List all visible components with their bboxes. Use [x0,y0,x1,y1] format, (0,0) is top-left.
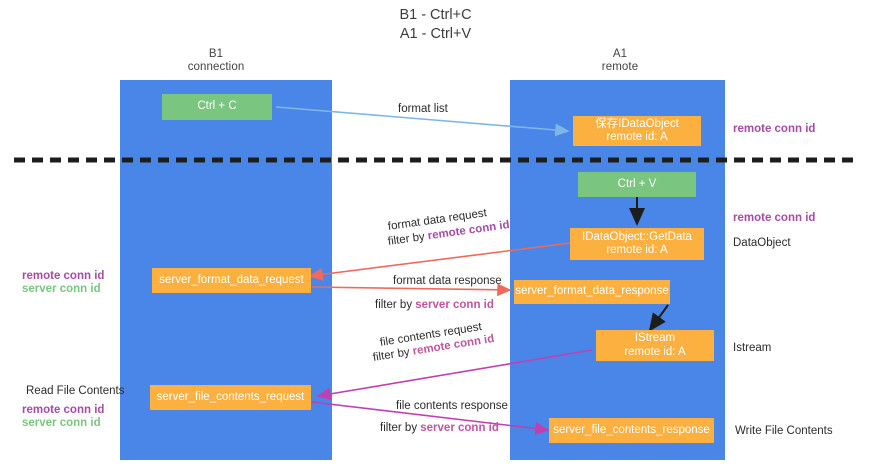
node-getdata-remote-id: remote id: A [606,244,668,256]
right-label-remote-conn-id-mid: remote conn id [733,212,816,224]
filter-key-server-conn-id-2: server conn id [420,422,499,434]
node-server-file-contents-request[interactable]: server_file_contents_request [150,385,311,410]
node-idataobject-label: 保存IDataObject [595,117,679,130]
lane-header-a1-subtitle: remote [601,61,639,73]
edge-label-file-contents-response: file contents response [396,400,508,412]
edge-label-format-data-response: format data response [393,275,502,287]
filter-prefix-3: filter by [372,345,414,364]
filter-prefix-4: filter by [380,422,421,434]
filter-prefix-1: filter by [387,230,429,248]
filter-prefix-2: filter by [375,299,416,311]
node-idataobject[interactable]: 保存IDataObject remote id: A [573,116,701,146]
title-line-1: B1 - Ctrl+C [399,7,472,23]
edge-label-file-contents-response-filter: filter by server conn id [380,421,499,435]
node-server-format-data-request[interactable]: server_format_data_request [152,268,311,293]
node-server-format-data-response-label: server_format_data_response [515,285,669,298]
left-label-server-conn-id-2: server conn id [22,417,101,429]
filter-key-server-conn-id-1: server conn id [415,299,494,311]
right-label-write-file-contents: Write File Contents [735,425,833,437]
lane-header-b1: B1 connection [148,48,284,74]
left-label-server-conn-id-1: server conn id [22,283,101,295]
right-label-remote-conn-id-top: remote conn id [733,123,816,135]
node-istream-label: IStream [634,332,676,344]
lane-header-a1-title: A1 [612,48,628,60]
node-getdata-label: IDataObject::GetData [582,230,692,243]
node-server-file-contents-response-label: server_file_contents_response [553,423,710,436]
edge-label-format-data-response-filter: filter by server conn id [375,298,494,312]
right-label-dataobject: DataObject [733,237,791,249]
node-idataobject-remote-id: remote id: A [606,131,668,143]
node-ctrl-v[interactable]: Ctrl + V [578,172,696,197]
node-ctrl-c[interactable]: Ctrl + C [162,94,272,120]
node-istream[interactable]: IStream remote id: A [596,330,714,361]
edge-label-format-list: format list [398,103,448,115]
right-label-istream: Istream [733,342,772,354]
page-title: B1 - Ctrl+C A1 - Ctrl+V [0,6,871,44]
left-label-read-file-contents: Read File Contents [26,385,125,397]
node-server-file-contents-request-label: server_file_contents_request [156,390,305,403]
node-istream-remote-id: remote id: A [624,345,686,358]
node-server-format-data-response[interactable]: server_format_data_response [514,280,670,304]
lane-header-a1: A1 remote [552,48,688,74]
node-idataobject-getdata[interactable]: IDataObject::GetData remote id: A [570,228,704,260]
lane-header-b1-title: B1 [208,48,224,60]
left-label-remote-conn-id-1: remote conn id [22,270,105,282]
title-line-2: A1 - Ctrl+V [399,26,472,42]
left-label-remote-conn-id-2: remote conn id [22,404,105,416]
node-ctrl-c-label: Ctrl + C [197,100,237,113]
lane-header-b1-subtitle: connection [187,61,245,73]
node-server-file-contents-response[interactable]: server_file_contents_response [549,418,714,443]
node-ctrl-v-label: Ctrl + V [617,177,657,190]
node-server-format-data-request-label: server_format_data_request [159,273,304,286]
